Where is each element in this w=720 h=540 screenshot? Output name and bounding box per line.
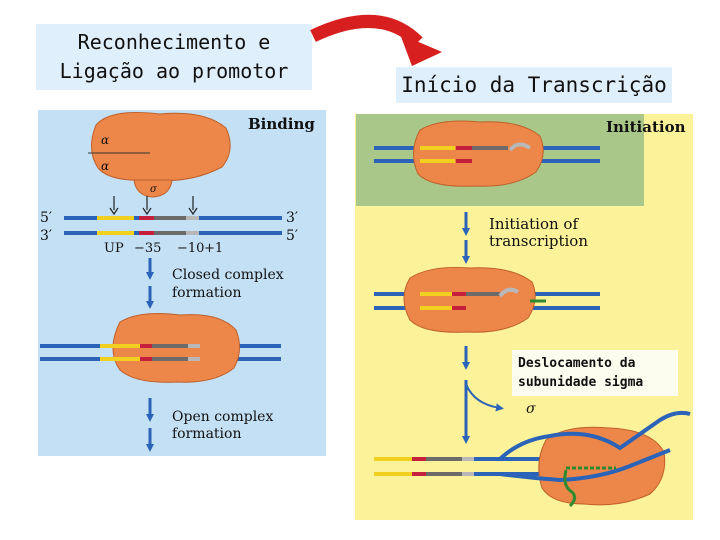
sigma-displacement-box: Deslocamento da subunidade sigma [512, 350, 678, 396]
three-prime-right-label: 3′ [286, 210, 298, 226]
minus10-label: −10 [177, 241, 204, 256]
sigma-release-arrow [465, 383, 504, 412]
sigma-displacement-line2: subunidade sigma [518, 375, 644, 390]
left-title-line1: Reconhecimento e [77, 30, 271, 54]
alpha-label-1: α [101, 133, 109, 147]
promoter-pointer-arrows [109, 196, 198, 216]
initiation-of-label-line1: Initiation of [489, 215, 579, 233]
transition-arrow [310, 14, 442, 66]
right-title-text: Início da Transcrição [401, 73, 667, 97]
plus1-label: +1 [204, 241, 223, 256]
dna-promoter-free [64, 216, 282, 235]
binding-label: Binding [248, 115, 315, 133]
early-elongation-complex [374, 267, 600, 333]
elongation-complex [374, 410, 691, 508]
sigma-displacement-line1: Deslocamento da [518, 356, 636, 371]
left-title-box: Reconhecimento e Ligação ao promotor [36, 24, 312, 90]
five-prime-right-label: 5′ [286, 228, 298, 244]
open-complex-label-line1: Open complex [172, 409, 273, 425]
left-title-line2: Ligação ao promotor [59, 59, 289, 83]
right-title-box: Início da Transcrição [396, 67, 672, 103]
sigma-label-right: σ [526, 401, 536, 417]
initiation-of-label-line2: transcription [489, 232, 588, 250]
five-prime-left-label: 5′ [40, 210, 52, 226]
closed-complex-label-line1: Closed complex [172, 267, 284, 283]
sigma-label-left: σ [150, 184, 158, 195]
closed-complex-label-line2: formation [172, 285, 241, 301]
initiation-complex-top [374, 120, 600, 187]
open-complex-label-line2: formation [172, 426, 241, 442]
initiation-label: Initiation [606, 118, 686, 136]
closed-complex [40, 313, 281, 383]
up-element-label: UP [104, 241, 124, 256]
three-prime-left-label: 3′ [40, 228, 52, 244]
minus35-label: −35 [134, 241, 161, 256]
rna-polymerase-free: α α σ [88, 111, 231, 198]
alpha-label-2: α [101, 159, 109, 173]
